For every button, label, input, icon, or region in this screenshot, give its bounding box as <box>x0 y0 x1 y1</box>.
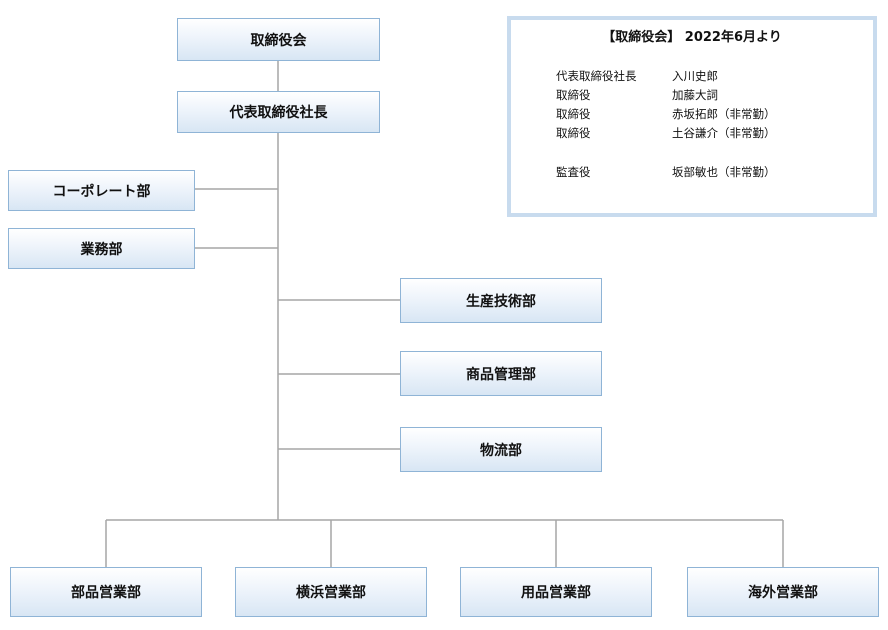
board-member-row: 監査役 坂部敏也（非常勤） <box>556 164 776 180</box>
board-member-row: 代表取締役社長 入川史郎 <box>556 68 718 84</box>
member-role: 取締役 <box>556 88 591 102</box>
kaigai-sales-dept-box: 海外営業部 <box>687 567 879 617</box>
board-members-panel: 【取締役会】 2022年6月より 代表取締役社長 入川史郎 取締役 加藤大詞 取締役… <box>507 16 877 217</box>
gyomu-dept-box: 業務部 <box>8 228 195 269</box>
member-name: 加藤大詞 <box>672 88 718 102</box>
member-name: 赤坂拓郎（非常勤） <box>672 107 776 121</box>
yokohama-sales-dept-box: 横浜営業部 <box>235 567 427 617</box>
member-role: 取締役 <box>556 126 591 140</box>
member-role: 監査役 <box>556 165 591 179</box>
board-member-row: 取締役 加藤大詞 <box>556 87 718 103</box>
member-name: 入川史郎 <box>672 69 718 83</box>
shohin-kanri-dept-box: 商品管理部 <box>400 351 602 396</box>
member-name: 土谷謙介（非常勤） <box>672 126 776 140</box>
butsuryu-dept-box: 物流部 <box>400 427 602 472</box>
buhin-sales-dept-box: 部品営業部 <box>10 567 202 617</box>
president-box: 代表取締役社長 <box>177 91 380 133</box>
board-member-row: 取締役 赤坂拓郎（非常勤） <box>556 106 776 122</box>
board-panel-title: 【取締役会】 2022年6月より <box>602 30 782 45</box>
member-name: 坂部敏也（非常勤） <box>672 165 776 179</box>
member-role: 取締役 <box>556 107 591 121</box>
member-role: 代表取締役社長 <box>556 69 637 83</box>
board-box: 取締役会 <box>177 18 380 61</box>
board-member-row: 取締役 土谷謙介（非常勤） <box>556 125 776 141</box>
yohin-sales-dept-box: 用品営業部 <box>460 567 652 617</box>
seisan-gijutsu-dept-box: 生産技術部 <box>400 278 602 323</box>
corporate-dept-box: コーポレート部 <box>8 170 195 211</box>
